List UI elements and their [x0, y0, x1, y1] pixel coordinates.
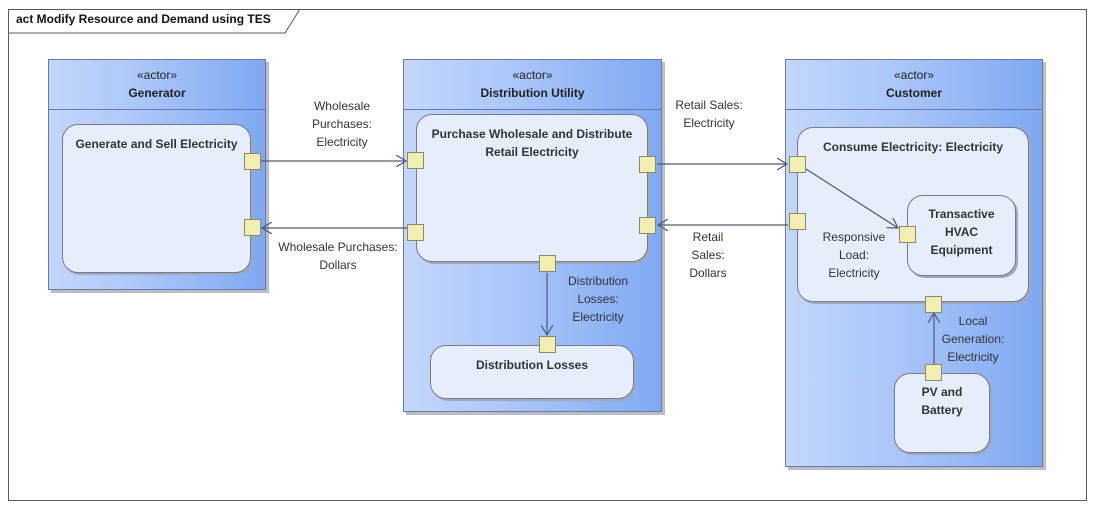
flow-label-line: Wholesale — [313, 99, 371, 113]
pin-losses-in[interactable] — [539, 336, 556, 353]
flow-label-line: Retail Sales: — [675, 98, 743, 112]
flow-responsive-load[interactable] — [805, 168, 898, 228]
partition-header: «actor» Generator — [49, 60, 265, 110]
action-label: Transactive HVAC Equipment — [914, 205, 1009, 259]
flow-label-line: Purchases: — [311, 117, 373, 131]
flow-label-line: Dollars — [689, 266, 727, 280]
flow-label-line: Electricity — [947, 350, 999, 364]
partition-name: Customer — [885, 86, 942, 100]
flow-label-line: Sales: — [691, 248, 725, 262]
stereotype-label: «actor» — [136, 68, 178, 82]
action-generate-and-sell-electricity[interactable]: Generate and Sell Electricity — [62, 124, 251, 273]
flow-label-wholesale-dollars: Wholesale Purchases: Dollars — [270, 238, 406, 274]
action-label-line: Purchase Wholesale and Distribute — [431, 127, 633, 141]
flow-label-line: Wholesale Purchases: — [278, 240, 398, 254]
flow-label-line: Local — [958, 314, 988, 328]
flow-label-line: Retail — [692, 230, 724, 244]
diagram-title: act Modify Resource and Demand using TES — [16, 12, 271, 26]
pin-hvac-in-load[interactable] — [899, 226, 916, 243]
action-purchase-wholesale[interactable]: Purchase Wholesale and Distribute Retail… — [416, 114, 648, 262]
pin-consume-in-generation[interactable] — [925, 296, 942, 313]
frame-name-tab — [8, 9, 301, 34]
flow-label-retail-dollars: Retail Sales: Dollars — [678, 228, 738, 282]
action-label-line: HVAC — [944, 225, 979, 239]
action-label-line: Equipment — [930, 243, 993, 257]
pin-pv-out-generation[interactable] — [925, 364, 942, 381]
pin-utility-out-losses[interactable] — [539, 255, 556, 272]
action-label-line: Retail Electricity — [485, 145, 579, 159]
partition-header: «actor» Customer — [786, 60, 1042, 110]
action-label: Generate and Sell Electricity — [75, 137, 238, 151]
action-label-line: PV and — [921, 385, 963, 399]
partition-name: Generator — [128, 86, 186, 100]
stereotype-label: «actor» — [893, 68, 935, 82]
pin-generator-out-electricity[interactable] — [244, 153, 261, 170]
flow-label-line: Electricity — [683, 116, 735, 130]
stereotype-label: «actor» — [512, 68, 553, 82]
flow-label-retail-electricity: Retail Sales: Electricity — [666, 96, 752, 132]
flow-label-line: Distribution — [567, 274, 629, 288]
pin-customer-in-electricity[interactable] — [789, 156, 806, 173]
flow-label-distribution-losses: Distribution Losses: Electricity — [555, 272, 641, 326]
partition-name: Distribution Utility — [480, 86, 585, 100]
pin-utility-out-retail-electricity[interactable] — [639, 156, 656, 173]
flow-label-line: Electricity — [316, 135, 368, 149]
flow-label-line: Electricity — [828, 266, 880, 280]
action-label: Consume Electricity: Electricity — [822, 140, 1004, 154]
action-transactive-hvac-equipment[interactable]: Transactive HVAC Equipment — [907, 195, 1016, 276]
flow-label-line: Losses: — [577, 292, 619, 306]
flow-label-line: Electricity — [572, 310, 624, 324]
flow-label-wholesale-electricity: Wholesale Purchases: Electricity — [292, 97, 392, 151]
action-pv-and-battery[interactable]: PV and Battery — [894, 373, 990, 453]
pin-customer-out-dollars[interactable] — [789, 213, 806, 230]
pin-generator-in-dollars[interactable] — [244, 219, 261, 236]
pin-utility-in-retail-dollars[interactable] — [639, 217, 656, 234]
flow-label-line: Responsive — [822, 230, 886, 244]
action-label: Purchase Wholesale and Distribute Retail… — [423, 125, 641, 161]
pin-utility-in-electricity[interactable] — [407, 152, 424, 169]
pin-utility-out-dollars[interactable] — [407, 224, 424, 241]
flow-label-line: Load: — [838, 248, 870, 262]
action-label-line: Battery — [921, 403, 963, 417]
flow-label-line: Generation: — [941, 332, 1005, 346]
action-label: Distribution Losses — [475, 358, 588, 372]
action-label-line: Transactive — [928, 207, 995, 221]
action-distribution-losses[interactable]: Distribution Losses — [430, 345, 634, 399]
flow-label-responsive-load: Responsive Load: Electricity — [816, 228, 892, 282]
action-label: PV and Battery — [901, 383, 983, 419]
flow-label-line: Dollars — [319, 258, 357, 272]
partition-header: «actor» Distribution Utility — [404, 60, 661, 110]
flow-label-local-generation: Local Generation: Electricity — [933, 312, 1013, 366]
